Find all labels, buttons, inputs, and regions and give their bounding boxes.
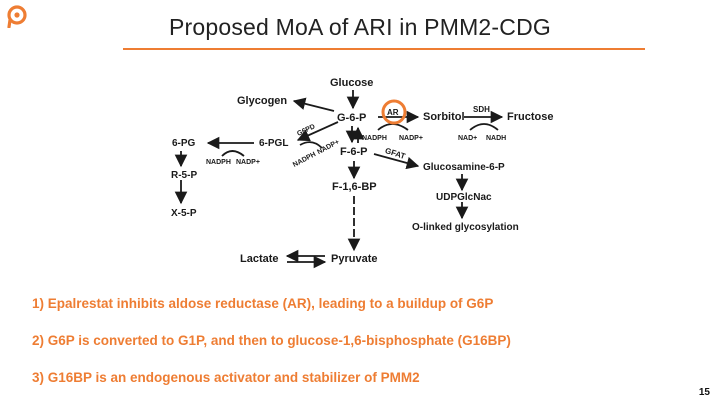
pyruvate-label: Pyruvate <box>331 253 377 265</box>
arrow-f6p-glucosamine6p <box>373 153 420 170</box>
nadp-ar-label: NADP+ <box>399 135 423 142</box>
lactate-label: Lactate <box>240 253 279 265</box>
nad-sdh-label: NAD+ <box>458 135 477 142</box>
glycogen-label: Glycogen <box>237 95 287 107</box>
arrow-g6p-glycogen <box>292 97 335 112</box>
nadph-left-label: NADPH <box>206 159 231 166</box>
sorbitol-label: Sorbitol <box>423 111 465 123</box>
x5p-label: X-5-P <box>171 208 197 219</box>
orange-circle-logo-icon <box>7 5 27 28</box>
udpglcnac-label: UDPGlcNac <box>436 192 492 203</box>
cofactor-arc-6pgl <box>221 150 245 157</box>
page-number: 15 <box>698 387 710 398</box>
nadph-g6pd-label: NADPH <box>292 151 317 169</box>
ar-highlight-circle <box>381 99 407 125</box>
nadp-g6pd-label: NADP+ <box>316 139 340 156</box>
point-2: 2) G6P is converted to G1P, and then to … <box>32 333 511 348</box>
arrow-g6p-6pgl <box>296 121 339 142</box>
cofactor-arc-sdh <box>469 123 499 131</box>
glucosamine6p-label: Glucosamine-6-P <box>423 162 505 173</box>
nadp-left-label: NADP+ <box>236 159 260 166</box>
f16bp-label: F-1,6-BP <box>332 181 377 193</box>
6pg-label: 6-PG <box>172 138 196 149</box>
sdh-label: SDH <box>473 105 490 114</box>
f6p-label: F-6-P <box>340 146 368 158</box>
nadh-sdh-label: NADH <box>486 135 506 142</box>
cofactor-arc-g6pd <box>299 141 323 149</box>
olinked-label: O-linked glycosylation <box>412 222 519 233</box>
fructose-label: Fructose <box>507 111 553 123</box>
title-underline <box>123 48 645 50</box>
g6p-label: G-6-P <box>337 112 366 124</box>
point-3: 3) G16BP is an endogenous activator and … <box>32 370 420 385</box>
metabolic-pathway-diagram: Glucose Glycogen G-6-P AR Sorbitol SDH F… <box>171 77 553 269</box>
glucose-label: Glucose <box>330 77 373 89</box>
r5p-label: R-5-P <box>171 170 197 181</box>
ar-label: AR <box>387 108 399 117</box>
gfat-label: GFAT <box>384 146 407 161</box>
6pgl-label: 6-PGL <box>259 138 288 149</box>
nadph-ar-label: NADPH <box>362 135 387 142</box>
slide-title: Proposed MoA of ARI in PMM2-CDG <box>168 14 551 40</box>
cofactor-arc-ar <box>377 123 409 131</box>
point-1: 1) Epalrestat inhibits aldose reductase … <box>32 296 494 311</box>
